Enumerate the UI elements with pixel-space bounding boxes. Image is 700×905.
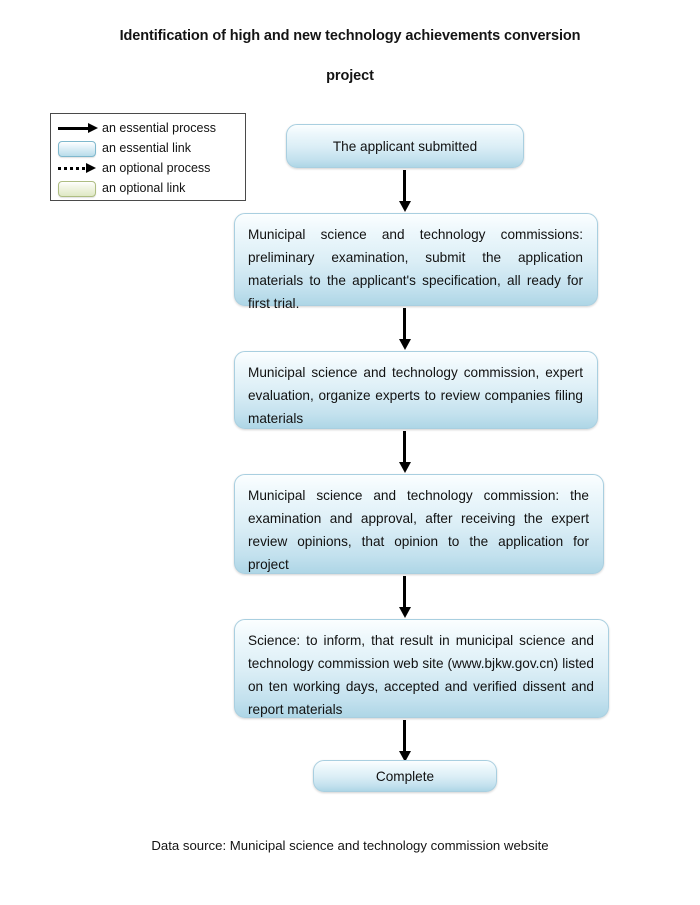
flow-node-complete: Complete: [313, 760, 497, 792]
page-title-line-2: project: [326, 68, 374, 84]
solid-arrow-icon: [56, 119, 100, 138]
flow-node-text: Municipal science and technology commiss…: [248, 227, 583, 311]
flow-node-expert-evaluation: Municipal science and technology commiss…: [234, 351, 598, 429]
flow-node-examination-approval: Municipal science and technology commiss…: [234, 474, 604, 574]
page-title-line-1: Identification of high and new technolog…: [119, 28, 581, 44]
connector-1: [403, 170, 406, 202]
flow-node-text: Municipal science and technology commiss…: [248, 365, 583, 426]
legend-label-essential-link: an essential link: [102, 141, 191, 155]
flow-node-text: The applicant submitted: [332, 138, 478, 154]
flow-node-preliminary-examination: Municipal science and technology commiss…: [234, 213, 598, 311]
flow-node-public-notice: Science: to inform, that result in munic…: [234, 619, 609, 718]
legend-label-essential-process: an essential process: [102, 121, 216, 135]
data-source-note: Data source: Municipal science and techn…: [151, 838, 549, 853]
page-title: Identification of high and new technolog…: [70, 16, 630, 96]
legend-label-optional-link: an optional link: [102, 181, 186, 195]
connector-5: [403, 720, 406, 752]
dotted-arrow-icon: [56, 159, 100, 178]
blue-rounded-box-icon: [56, 139, 100, 158]
legend-item-essential-process: an essential process: [56, 118, 245, 138]
green-rounded-box-icon: [56, 179, 100, 198]
connector-2: [403, 308, 406, 340]
flow-node-text: Complete: [375, 768, 435, 784]
connector-4: [403, 576, 406, 608]
flow-node-text: Municipal science and technology commiss…: [248, 488, 589, 572]
flow-node-applicant-submitted: The applicant submitted: [286, 124, 524, 168]
connector-3: [403, 431, 406, 463]
legend-item-optional-process: an optional process: [56, 158, 245, 178]
flow-node-text: Science: to inform, that result in munic…: [248, 633, 594, 717]
legend-item-essential-link: an essential link: [56, 138, 245, 158]
legend: an essential process an essential link a…: [50, 113, 246, 201]
legend-label-optional-process: an optional process: [102, 161, 211, 175]
legend-item-optional-link: an optional link: [56, 178, 245, 198]
